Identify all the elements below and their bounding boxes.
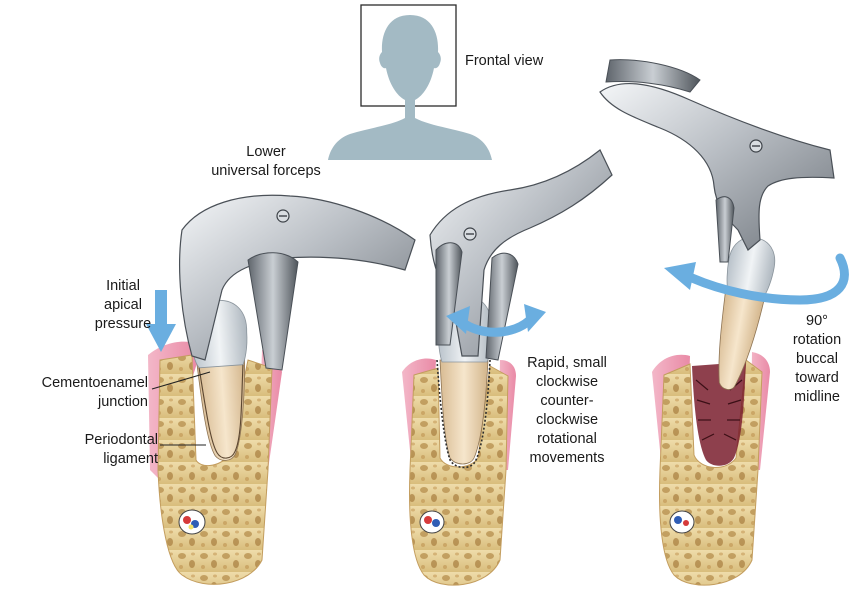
nerve-canal-1: [179, 510, 205, 534]
forceps-3: [600, 60, 834, 262]
forceps-label: Lower universal forceps: [188, 143, 344, 181]
head-silhouette-icon: [328, 15, 492, 160]
rotation-label: 90° rotation buccal toward midline: [778, 312, 856, 407]
rotation-label-line-2: rotation: [778, 331, 856, 350]
rotation-label-line-1: 90°: [778, 312, 856, 331]
movement-label-line-6: movements: [514, 449, 620, 468]
panel-initial-pressure: [146, 195, 415, 584]
movement-label-line-3: counter-: [514, 392, 620, 411]
movement-label: Rapid, small clockwise counter- clockwis…: [514, 354, 620, 468]
movement-label-line-2: clockwise: [514, 373, 620, 392]
cej-label-line-2: junction: [6, 393, 148, 412]
pressure-label-line-1: Initial: [85, 277, 161, 296]
frontal-view-text: Frontal view: [465, 52, 543, 71]
rotation-label-line-3: buccal: [778, 350, 856, 369]
frontal-view-label: Frontal view: [465, 52, 543, 71]
cej-label-line-1: Cementoenamel: [6, 374, 148, 393]
cej-label: Cementoenamel junction: [6, 374, 148, 412]
frontal-view-figure: [328, 5, 492, 160]
pressure-label-line-2: apical: [85, 296, 161, 315]
rotation-label-line-4: toward: [778, 369, 856, 388]
pressure-label-line-3: pressure: [85, 315, 161, 334]
pdl-label-line-2: ligament: [6, 450, 158, 469]
nerve-canal-3: [670, 511, 694, 533]
pdl-label-line-1: Periodontal: [6, 431, 158, 450]
pdl-label: Periodontal ligament: [6, 431, 158, 469]
nerve-canal-2: [420, 511, 444, 533]
rotation-label-line-5: midline: [778, 388, 856, 407]
movement-label-line-1: Rapid, small: [514, 354, 620, 373]
movement-label-line-4: clockwise: [514, 411, 620, 430]
pressure-label: Initial apical pressure: [85, 277, 161, 334]
forceps-label-line-1: Lower: [188, 143, 344, 162]
movement-label-line-5: rotational: [514, 430, 620, 449]
forceps-label-line-2: universal forceps: [188, 162, 344, 181]
